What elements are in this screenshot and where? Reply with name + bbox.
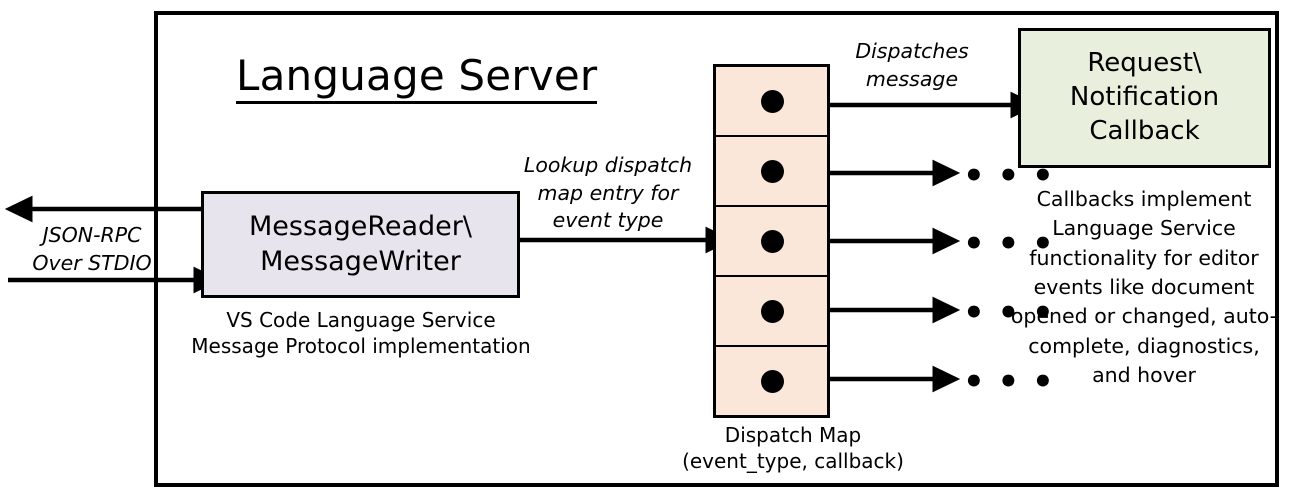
request-notification-callback-label: Request\ Notification Callback (1069, 48, 1220, 146)
dispatch-map-row[interactable] (713, 276, 830, 346)
callback-dot-icon (760, 89, 784, 113)
page-title: Language Server (236, 52, 598, 105)
callback-description: Callbacks implement Language Service fun… (1010, 187, 1278, 387)
callback-dot-icon (760, 159, 784, 183)
edge-label-dispatches: Dispatches message (855, 39, 969, 91)
dispatch-map-row[interactable] (713, 346, 830, 418)
dispatch-map-row[interactable] (713, 206, 830, 276)
edge-label-lookup: Lookup dispatch map entry for event type (523, 153, 693, 233)
request-notification-callback-box[interactable]: Request\ Notification Callback (1018, 28, 1271, 168)
message-reader-writer-caption: VS Code Language Service Message Protoco… (191, 308, 531, 359)
callback-dot-icon (760, 299, 784, 323)
ellipsis-row-5: • • • (963, 362, 1057, 402)
dispatch-map-row[interactable] (713, 64, 830, 136)
dispatch-map-row[interactable] (713, 136, 830, 206)
dispatch-map-table[interactable] (713, 64, 830, 418)
callback-dot-icon (760, 369, 784, 393)
ellipsis-row-4: • • • (963, 293, 1057, 333)
message-reader-writer-label: MessageReader\ MessageWriter (249, 211, 472, 277)
callback-dot-icon (760, 229, 784, 253)
language-server-frame (154, 11, 1279, 487)
ellipsis-row-3: • • • (963, 224, 1057, 264)
edge-label-stdio: JSON-RPC Over STDIO (32, 223, 152, 275)
message-reader-writer-box[interactable]: MessageReader\ MessageWriter (201, 191, 520, 298)
dispatch-map-caption: Dispatch Map (event_type, callback) (682, 423, 904, 474)
